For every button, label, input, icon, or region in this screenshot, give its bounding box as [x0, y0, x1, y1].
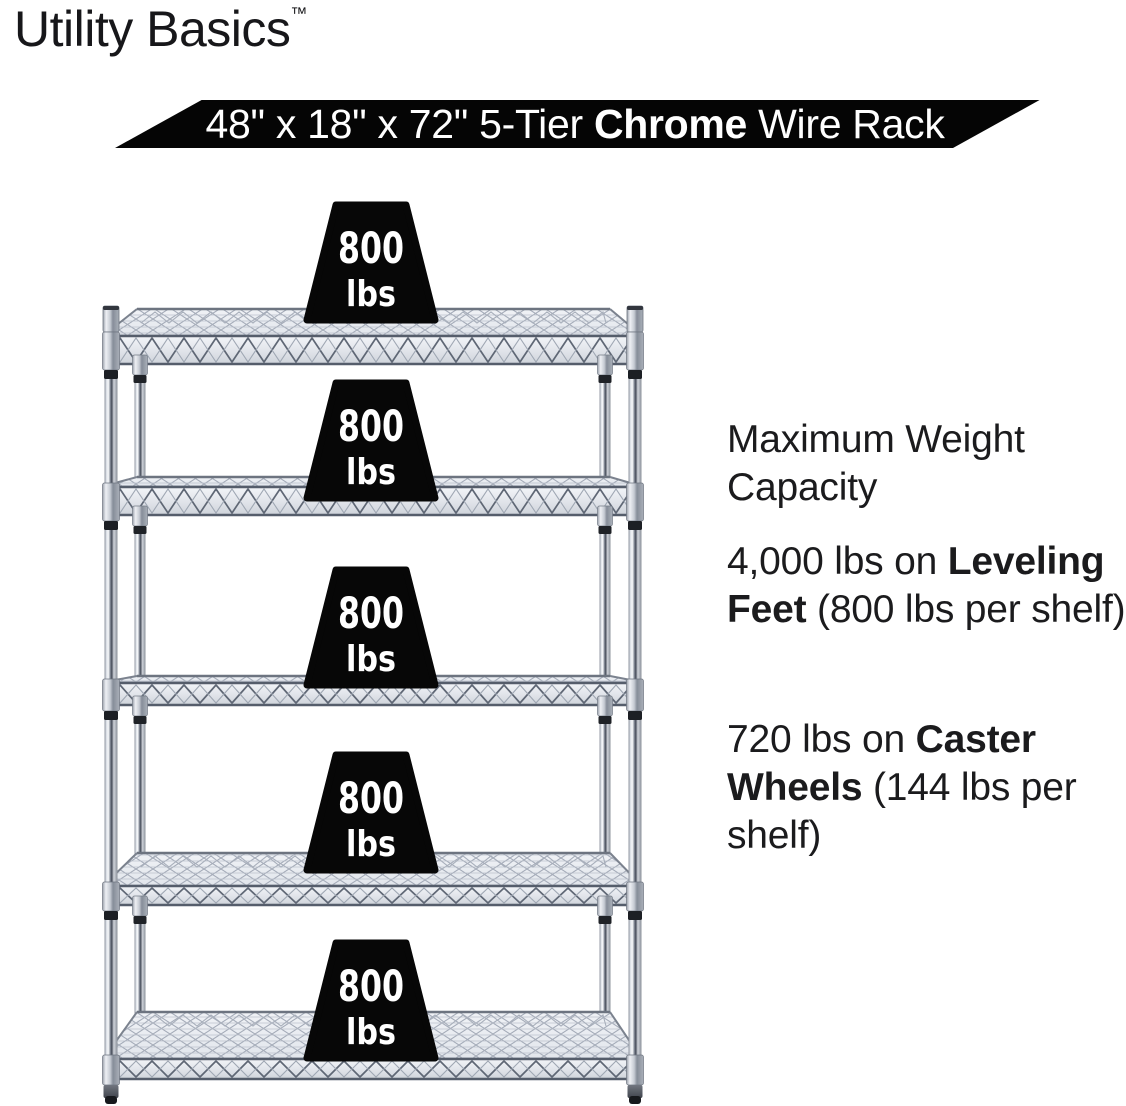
brand-logo: Utility Basics™ — [14, 0, 307, 58]
front-post-collar — [102, 678, 120, 712]
leveling-foot — [627, 1085, 643, 1098]
front-post-collar — [626, 881, 644, 912]
weight-block — [303, 751, 439, 874]
leveling-foot — [103, 1085, 119, 1098]
weight-unit: lbs — [346, 274, 396, 315]
brand-name: Utility Basics — [14, 1, 291, 57]
back-post-collar — [132, 505, 148, 527]
front-post-collar — [102, 482, 120, 522]
product-title: 48" x 18" x 72" 5-Tier Chrome Wire Rack — [130, 99, 1020, 147]
shelf-front-truss — [103, 337, 642, 363]
shelf-front-truss — [103, 337, 642, 364]
weight-block — [303, 201, 439, 324]
caster-wheels-capacity: 720 lbs on Caster Wheels (144 lbs per sh… — [727, 716, 1126, 860]
back-post-collar — [132, 895, 148, 917]
caster-bold: Caster Wheels — [727, 718, 1036, 809]
leveling-foot-tip — [629, 1096, 641, 1104]
leveling-bold: Leveling Feet — [727, 540, 1105, 631]
shelf-front-truss — [103, 887, 642, 904]
front-post-collar — [626, 482, 644, 522]
weight-unit: lbs — [346, 452, 396, 493]
weight-block — [303, 939, 439, 1062]
shelf-front-truss — [103, 887, 642, 904]
front-post-clip — [104, 711, 118, 720]
back-post-clip — [133, 916, 147, 924]
weight-unit: lbs — [346, 639, 396, 680]
weight-blocks: 800 lbs 800 lbs 800 lbs 800 lbs 800 lbs — [303, 201, 439, 1062]
front-post-clip — [104, 370, 118, 379]
weight-value: 800 — [338, 224, 404, 274]
front-post-clip — [628, 370, 642, 379]
title-suffix: Wire Rack — [747, 101, 945, 147]
leveling-suffix: (800 lbs per shelf) — [806, 588, 1126, 631]
caster-suffix: (144 lbs per shelf) — [727, 766, 1077, 857]
leveling-foot-tip — [105, 1096, 117, 1104]
front-post-collar — [626, 1054, 644, 1086]
back-post-collar — [597, 695, 613, 717]
weight-value: 800 — [338, 402, 404, 452]
back-post-clip — [133, 375, 147, 383]
shelf-front-truss — [103, 684, 642, 704]
back-post-clip — [598, 716, 612, 724]
front-post-collar — [102, 881, 120, 912]
weight-block — [303, 566, 439, 689]
caster-prefix: 720 lbs on — [727, 718, 916, 761]
back-post-clip — [598, 916, 612, 924]
post-top-cap-edge — [103, 306, 119, 310]
front-post-clip — [628, 521, 642, 530]
title-prefix: 48" x 18" x 72" 5-Tier — [205, 101, 594, 147]
back-post-collar — [132, 695, 148, 717]
leveling-feet-capacity: 4,000 lbs on Leveling Feet (800 lbs per … — [727, 538, 1126, 634]
back-post-clip — [133, 716, 147, 724]
weight-unit: lbs — [346, 1012, 396, 1053]
back-post-collar — [597, 895, 613, 917]
front-post-collar — [102, 1054, 120, 1086]
weight-unit: lbs — [346, 824, 396, 865]
front-post-collar — [626, 331, 644, 371]
capacity-heading: Maximum Weight Capacity — [727, 418, 1025, 509]
back-post-clip — [598, 375, 612, 383]
back-post-clip — [598, 526, 612, 534]
weight-block — [303, 379, 439, 502]
weight-value: 800 — [338, 589, 404, 639]
front-post-clip — [628, 911, 642, 920]
front-post-collar — [626, 678, 644, 712]
back-post-clip — [133, 526, 147, 534]
shelf-front-truss — [103, 488, 642, 515]
shelf-front-truss — [103, 1060, 642, 1078]
weight-value: 800 — [338, 774, 404, 824]
back-post-collar — [132, 354, 148, 376]
post-top-cap-edge — [627, 306, 643, 310]
front-post-clip — [104, 521, 118, 530]
title-finish: Chrome — [593, 101, 748, 147]
front-post-clip — [628, 711, 642, 720]
back-post-collar — [597, 354, 613, 376]
front-post-collar — [102, 331, 120, 371]
weight-value: 800 — [338, 962, 404, 1012]
back-post-collar — [597, 505, 613, 527]
front-post-clip — [104, 911, 118, 920]
trademark-symbol: ™ — [290, 4, 308, 23]
leveling-prefix: 4,000 lbs on — [727, 540, 948, 583]
